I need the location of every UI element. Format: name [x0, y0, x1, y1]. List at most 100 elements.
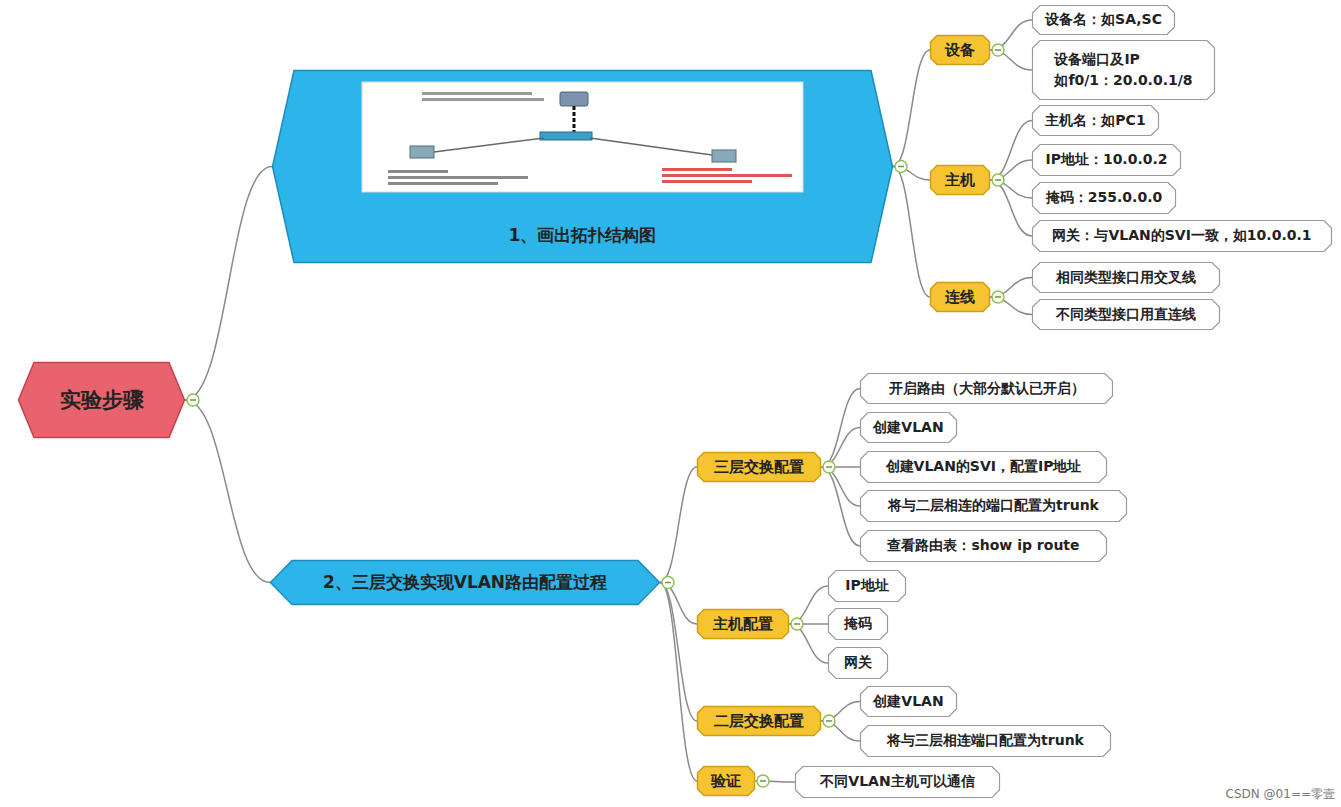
text-group: 设备: [945, 41, 975, 60]
text-group: 不同类型接口用直连线: [1056, 306, 1196, 324]
node-outline: [1033, 106, 1159, 136]
leaf-box: 掩码: [828, 608, 888, 640]
node-text: 实验步骤: [60, 386, 144, 414]
leaf-box: 将与三层相连端口配置为trunk: [860, 725, 1111, 757]
node-outline: [1033, 6, 1175, 35]
text-group: 创建VLAN: [873, 419, 943, 437]
collapse-minus: [826, 466, 832, 468]
node-text: 1、画出拓扑结构图: [509, 224, 657, 247]
text-group: 主机: [945, 171, 975, 190]
node-text: 相同类型接口用交叉线: [1056, 269, 1196, 287]
text-group: 三层交换配置: [714, 458, 804, 477]
node-outline: [273, 71, 893, 263]
collapse-minus: [760, 780, 766, 782]
collapse-button: [823, 461, 835, 473]
node-text: 创建VLAN: [873, 693, 943, 711]
node-text: 二层交换配置: [714, 712, 804, 731]
node-text: 2、三层交换实现VLAN路由配置过程: [323, 571, 607, 594]
leaf-box: 主机名：如PC1: [1032, 105, 1159, 136]
text-group: 创建VLAN的SVI，配置IP地址: [886, 458, 1082, 476]
root-hexagon: 实验步骤: [18, 362, 185, 438]
topic-box: 主机: [930, 165, 990, 195]
collapse-minus: [898, 166, 904, 168]
branch-curve: [789, 623, 828, 625]
branch-curve: [893, 167, 930, 298]
branch-curve: [990, 121, 1032, 181]
watermark: CSDN @01==零壹: [1226, 786, 1335, 803]
leaf-box: 掩码：255.0.0.0: [1032, 182, 1176, 214]
node-outline: [861, 452, 1107, 483]
node-outline: [698, 610, 789, 639]
node-outline: [19, 363, 185, 438]
branch-hexagon: 1、画出拓扑结构图: [272, 70, 893, 263]
collapse-button: [791, 618, 803, 630]
collapse-button: [992, 291, 1004, 303]
leaf-box: IP地址：10.0.0.2: [1032, 144, 1181, 176]
branch-curve: [821, 389, 860, 468]
leaf-box: 网关：与VLAN的SVI一致，如10.0.0.1: [1032, 220, 1332, 252]
node-text: 主机配置: [713, 615, 773, 634]
node-outline: [861, 491, 1127, 522]
collapse-minus: [826, 720, 832, 722]
text-group: 网关：与VLAN的SVI一致，如10.0.0.1: [1052, 227, 1311, 245]
collapse-button: [992, 44, 1004, 56]
text-group: 2、三层交换实现VLAN路由配置过程: [323, 571, 607, 594]
branch-hexagon: 2、三层交换实现VLAN路由配置过程: [270, 560, 660, 605]
node-text: 设备名：如SA,SC: [1045, 11, 1162, 29]
node-text: 网关: [844, 654, 872, 672]
node-text: IP地址: [845, 577, 888, 595]
node-outline: [1033, 263, 1220, 293]
node-outline: [931, 166, 990, 195]
node-text: 主机: [945, 171, 975, 190]
node-text: 不同类型接口用直连线: [1056, 306, 1196, 324]
collapse-button: [992, 174, 1004, 186]
node-outline: [931, 36, 990, 65]
collapse-minus: [190, 399, 196, 401]
text-group: 设备端口及IP 如f0/1：20.0.0.1/8: [1054, 49, 1192, 91]
branch-curve: [660, 467, 697, 583]
node-text: 将与三层相连端口配置为trunk: [887, 732, 1084, 750]
node-text: IP地址：10.0.0.2: [1045, 151, 1167, 169]
node-text: 验证: [711, 772, 741, 791]
node-outline: [1033, 41, 1215, 100]
topic-box: 验证: [697, 766, 755, 796]
leaf-box: 将与二层相连的端口配置为trunk: [860, 490, 1127, 522]
collapse-minus: [995, 49, 1001, 51]
node-outline: [796, 767, 1000, 798]
leaf-box: 不同VLAN主机可以通信: [795, 766, 1000, 798]
collapse-button: [187, 394, 199, 406]
node-outline: [829, 571, 906, 602]
collapse-button: [757, 775, 769, 787]
leaf-box: 设备端口及IP 如f0/1：20.0.0.1/8: [1032, 40, 1215, 100]
leaf-box: 设备名：如SA,SC: [1032, 5, 1175, 35]
node-outline: [1033, 183, 1176, 214]
node-text: 主机名：如PC1: [1045, 112, 1145, 130]
leaf-box: 创建VLAN: [860, 686, 957, 717]
node-text: 设备: [945, 41, 975, 60]
leaf-box: 网关: [828, 647, 888, 679]
text-group: 连线: [945, 288, 975, 307]
topic-box: 三层交换配置: [697, 452, 821, 482]
collapse-button: [895, 161, 907, 173]
collapse-minus: [665, 582, 671, 584]
leaf-box: 相同类型接口用交叉线: [1032, 262, 1220, 293]
node-outline: [931, 283, 990, 312]
text-group: 不同VLAN主机可以通信: [820, 773, 974, 791]
leaf-box: IP地址: [828, 570, 906, 602]
node-text: 不同VLAN主机可以通信: [820, 773, 974, 791]
text-group: 相同类型接口用交叉线: [1056, 269, 1196, 287]
branch-curve: [821, 466, 860, 468]
node-text: 连线: [945, 288, 975, 307]
text-group: 创建VLAN: [873, 693, 943, 711]
node-outline: [861, 374, 1113, 404]
node-outline: [698, 767, 755, 796]
text-group: 主机名：如PC1: [1045, 112, 1145, 130]
leaf-box: 创建VLAN的SVI，配置IP地址: [860, 451, 1107, 483]
node-text: 掩码：255.0.0.0: [1046, 189, 1162, 207]
branch-curve: [185, 400, 270, 583]
text-group: 将与三层相连端口配置为trunk: [887, 732, 1084, 750]
text-group: IP地址: [845, 577, 888, 595]
node-outline: [698, 453, 821, 482]
node-outline: [829, 648, 888, 679]
